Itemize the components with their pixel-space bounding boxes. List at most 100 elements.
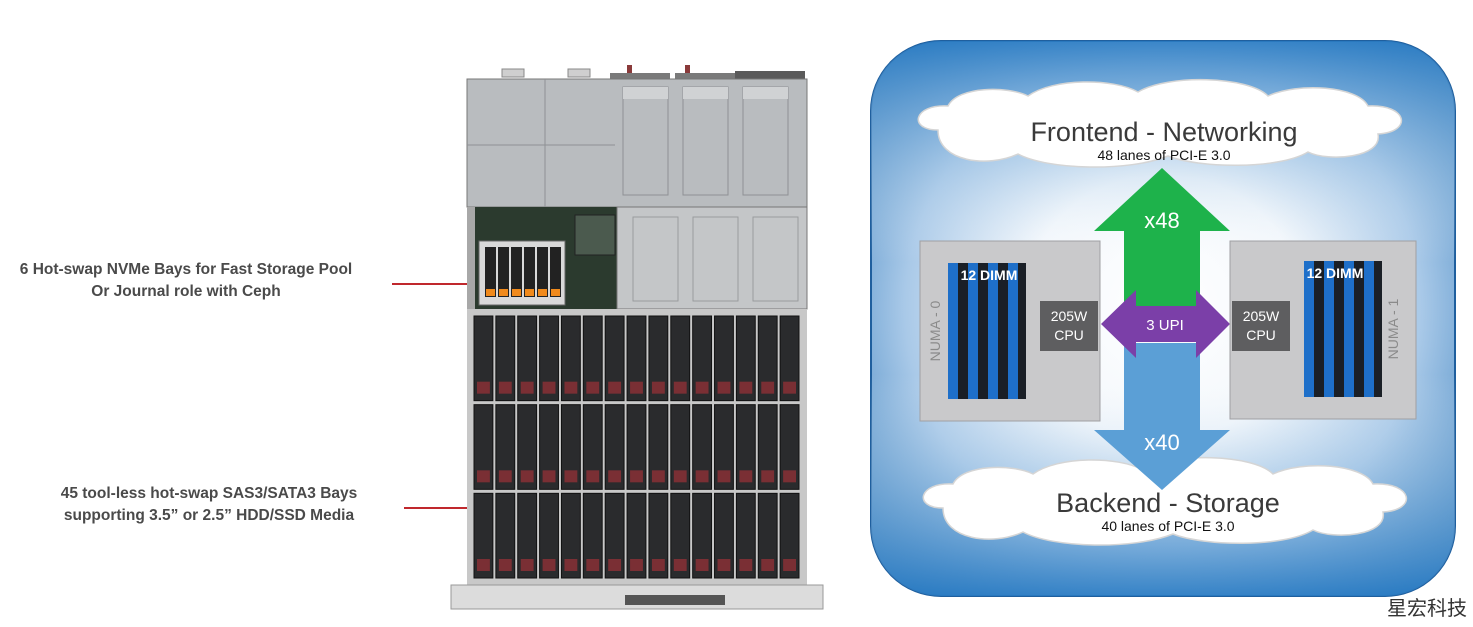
x40-down-arrow xyxy=(1094,343,1230,490)
frontend-cloud xyxy=(917,79,1403,168)
hdd-bay xyxy=(473,315,494,402)
hdd-bay-latch xyxy=(651,381,665,394)
numa-1-cpu-label: CPU xyxy=(1246,327,1276,343)
hdd-bay xyxy=(604,492,625,579)
hdd-bay xyxy=(473,492,494,579)
numa-1-node: 12 DIMM 205W CPU NUMA - 1 xyxy=(1229,240,1417,420)
hdd-bay-latch xyxy=(739,470,753,483)
upi-interconnect-arrow xyxy=(1101,290,1230,358)
hdd-bay xyxy=(495,404,516,490)
hdd-bay xyxy=(495,315,516,402)
hdd-bay xyxy=(714,404,734,490)
hdd-bay xyxy=(626,492,647,579)
frontend-subtitle: 48 lanes of PCI-E 3.0 xyxy=(1097,147,1230,163)
hdd-bay xyxy=(539,404,559,490)
hdd-bay-latch xyxy=(498,470,512,483)
hdd-bay-latch xyxy=(608,381,622,394)
hdd-bay xyxy=(692,315,713,402)
hdd-bay-latch xyxy=(761,381,775,394)
hdd-bay-latch xyxy=(673,470,687,483)
hdd-bay-latch xyxy=(673,559,687,571)
backend-subtitle: 40 lanes of PCI-E 3.0 xyxy=(1101,518,1234,534)
hdd-bay xyxy=(560,315,581,402)
hdd-bay-latch xyxy=(564,559,578,571)
hdd-bay-latch xyxy=(695,470,709,483)
numa-architecture-diagram: Frontend - Networking 48 lanes of PCI-E … xyxy=(870,40,1456,597)
hdd-bay-latch xyxy=(783,559,796,571)
hdd-bay xyxy=(670,404,691,490)
hdd-bay-latch xyxy=(477,470,490,483)
x40-label: x40 xyxy=(1144,430,1179,455)
hdd-bay xyxy=(517,492,538,579)
upi-label: 3 UPI xyxy=(1146,317,1184,334)
hdd-bay xyxy=(757,315,778,402)
hdd-bay-latch xyxy=(586,381,600,394)
hdd-bay-latch xyxy=(717,470,731,483)
hdd-bay xyxy=(735,315,756,402)
hdd-bay-latch xyxy=(498,381,512,394)
hdd-bay xyxy=(779,492,800,579)
hdd-bay-latch xyxy=(630,381,643,394)
hdd-bay-latch xyxy=(673,381,687,394)
numa-0-dimm-label: 12 DIMM xyxy=(961,267,1018,283)
hdd-bay xyxy=(626,315,647,402)
hdd-bay-latch xyxy=(783,381,796,394)
hdd-bay-latch xyxy=(783,470,796,483)
nvme-callout-line2: Or Journal role with Ceph xyxy=(91,283,281,300)
hdd-bay-latch xyxy=(761,470,775,483)
numa-0-node: 12 DIMM 205W CPU NUMA - 0 xyxy=(919,240,1101,422)
hdd-bay xyxy=(757,404,778,490)
hdd-bay-latch xyxy=(608,470,622,483)
numa-0-cpu-label: CPU xyxy=(1054,327,1084,343)
numa-1-cpu-watt: 205W xyxy=(1243,308,1280,324)
hdd-bay xyxy=(604,404,625,490)
hdd-bay xyxy=(779,404,800,490)
x48-up-arrow xyxy=(1094,168,1230,306)
hdd-bay-latch xyxy=(477,559,490,571)
hdd-bay xyxy=(692,404,713,490)
hdd-bay xyxy=(648,492,669,579)
hdd-bay-latch xyxy=(564,470,578,483)
hdd-bay-latch xyxy=(586,470,600,483)
hdd-bay-latch xyxy=(542,470,556,483)
hdd-bay-latch xyxy=(717,559,731,571)
backend-title: Backend - Storage xyxy=(1056,488,1280,518)
nvme-bays-callout: 6 Hot-swap NVMe Bays for Fast Storage Po… xyxy=(0,259,372,303)
hdd-bay xyxy=(779,315,800,402)
hdd-bay-latch xyxy=(651,470,665,483)
hdd-bay xyxy=(582,404,603,490)
hdd-bay-latch xyxy=(542,559,556,571)
numa-1-label: NUMA - 1 xyxy=(1385,298,1401,359)
hdd-bay xyxy=(714,492,734,579)
hdd-bay xyxy=(604,315,625,402)
backend-cloud xyxy=(922,457,1408,546)
hdd-bays xyxy=(473,315,800,579)
hdd-bay xyxy=(539,492,559,579)
frontend-title: Frontend - Networking xyxy=(1030,117,1297,147)
hdd-bay xyxy=(626,404,647,490)
hdd-bay xyxy=(714,315,734,402)
hdd-bay-latch xyxy=(695,381,709,394)
hdd-bay-latch xyxy=(630,470,643,483)
hdd-bay-latch xyxy=(586,559,600,571)
hdd-bay xyxy=(473,404,494,490)
hdd-bay xyxy=(692,492,713,579)
hdd-bay-latch xyxy=(608,559,622,571)
hdd-bay-latch xyxy=(477,381,490,394)
numa-1-dimm-label: 12 DIMM xyxy=(1307,265,1364,281)
hdd-bay xyxy=(495,492,516,579)
hdd-bay xyxy=(735,492,756,579)
hdd-bay-latch xyxy=(739,381,753,394)
watermark: 星宏科技 xyxy=(1387,596,1467,620)
hdd-callout-line1: 45 tool-less hot-swap SAS3/SATA3 Bays xyxy=(60,485,358,502)
hdd-bay xyxy=(539,315,559,402)
nvme-callout-line1: 6 Hot-swap NVMe Bays for Fast Storage Po… xyxy=(19,261,353,278)
hdd-bay xyxy=(735,404,756,490)
hdd-bay-latch xyxy=(630,559,643,571)
hdd-bay xyxy=(582,492,603,579)
hdd-bay-latch xyxy=(520,559,534,571)
hdd-bay xyxy=(670,315,691,402)
hdd-bay-latch xyxy=(520,470,534,483)
hdd-bay xyxy=(517,315,538,402)
server-top-view-image xyxy=(450,65,824,610)
